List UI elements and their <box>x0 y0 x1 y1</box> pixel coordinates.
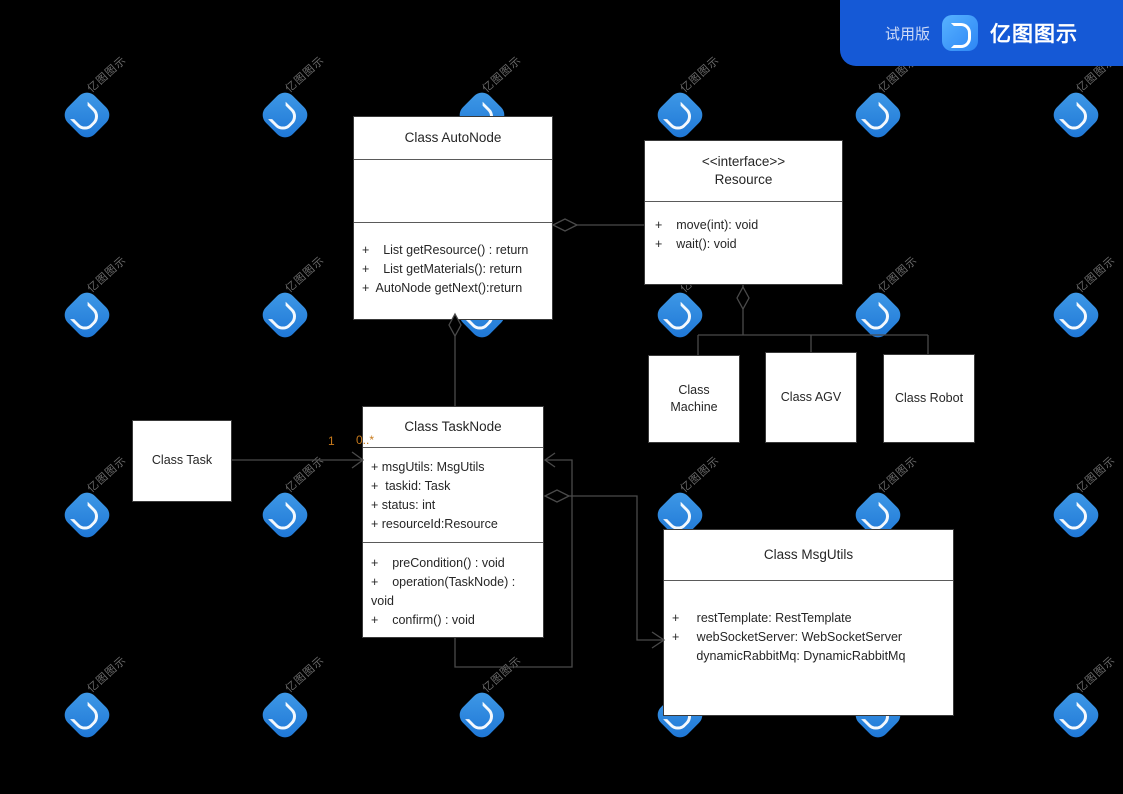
wire-tasknode-msgutils <box>560 495 663 641</box>
class-box-robot[interactable]: Class Robot <box>883 354 975 443</box>
class-member: + restTemplate: RestTemplate <box>672 611 852 626</box>
class-attributes-tasknode: + msgUtils: MsgUtils + taskid: Task + st… <box>363 448 543 542</box>
class-member: + operation(TaskNode) : <box>371 575 516 590</box>
multiplicity-label-source: 1 <box>328 434 335 448</box>
class-attributes-msgutils: + restTemplate: RestTemplate + webSocket… <box>664 581 953 676</box>
class-methods-tasknode: + preCondition() : void + operation(Task… <box>363 543 543 638</box>
class-methods-resource: + move(int): void + wait(): void <box>645 202 842 264</box>
class-box-msgutils[interactable]: Class MsgUtils + restTemplate: RestTempl… <box>663 529 954 716</box>
class-box-autonode[interactable]: Class AutoNode + List getResource() : re… <box>353 116 553 320</box>
class-member: dynamicRabbitMq: DynamicRabbitMq <box>672 649 906 664</box>
class-title-tasknode: Class TaskNode <box>404 419 502 434</box>
class-member: + List getResource() : return <box>362 243 529 258</box>
class-member: + status: int <box>371 498 436 513</box>
class-member: + wait(): void <box>655 237 737 252</box>
class-divider <box>354 159 552 161</box>
class-member: + move(int): void <box>655 218 759 233</box>
trial-badge[interactable]: 试用版 亿图图示 <box>840 0 1123 66</box>
class-member: + msgUtils: MsgUtils <box>371 460 485 475</box>
class-divider <box>645 201 842 203</box>
wire-tasknode-selfloop <box>454 459 573 668</box>
class-member: + List getMaterials(): return <box>362 262 523 277</box>
class-title-msgutils: Class MsgUtils <box>763 547 854 562</box>
class-title-autonode: Class AutoNode <box>404 130 502 145</box>
class-member: void <box>371 594 394 609</box>
class-stereotype-resource: <<interface>> <box>701 154 786 169</box>
class-member: + resourceId:Resource <box>371 517 498 532</box>
multiplicity-label-target: 0..* <box>356 433 375 447</box>
class-box-agv[interactable]: Class AGV <box>765 352 857 443</box>
class-member: + AutoNode getNext():return <box>362 281 523 296</box>
class-methods-autonode: + List getResource() : return + List get… <box>354 223 552 308</box>
trial-label: 试用版 <box>884 24 930 43</box>
class-divider <box>363 542 543 544</box>
edraw-logo-icon <box>942 15 978 51</box>
class-box-resource[interactable]: <<interface>> Resource + move(int): void… <box>644 140 843 285</box>
class-divider <box>363 447 543 449</box>
class-title-resource: <<interface>> Resource <box>645 141 842 201</box>
class-attributes-autonode <box>354 160 552 222</box>
class-box-task[interactable]: Class Task <box>132 420 232 502</box>
class-divider <box>664 580 953 582</box>
brand-label: 亿图图示 <box>990 22 1078 46</box>
class-member: + confirm() : void <box>371 613 475 628</box>
class-member: + webSocketServer: WebSocketServer <box>672 630 903 645</box>
class-box-tasknode[interactable]: Class TaskNode + msgUtils: MsgUtils + ta… <box>362 406 544 638</box>
class-name-resource: Resource <box>714 172 773 188</box>
class-member: + preCondition() : void <box>371 556 505 571</box>
class-member: + taskid: Task <box>371 479 451 494</box>
class-divider <box>354 222 552 224</box>
class-box-machine[interactable]: Class Machine <box>648 355 740 443</box>
